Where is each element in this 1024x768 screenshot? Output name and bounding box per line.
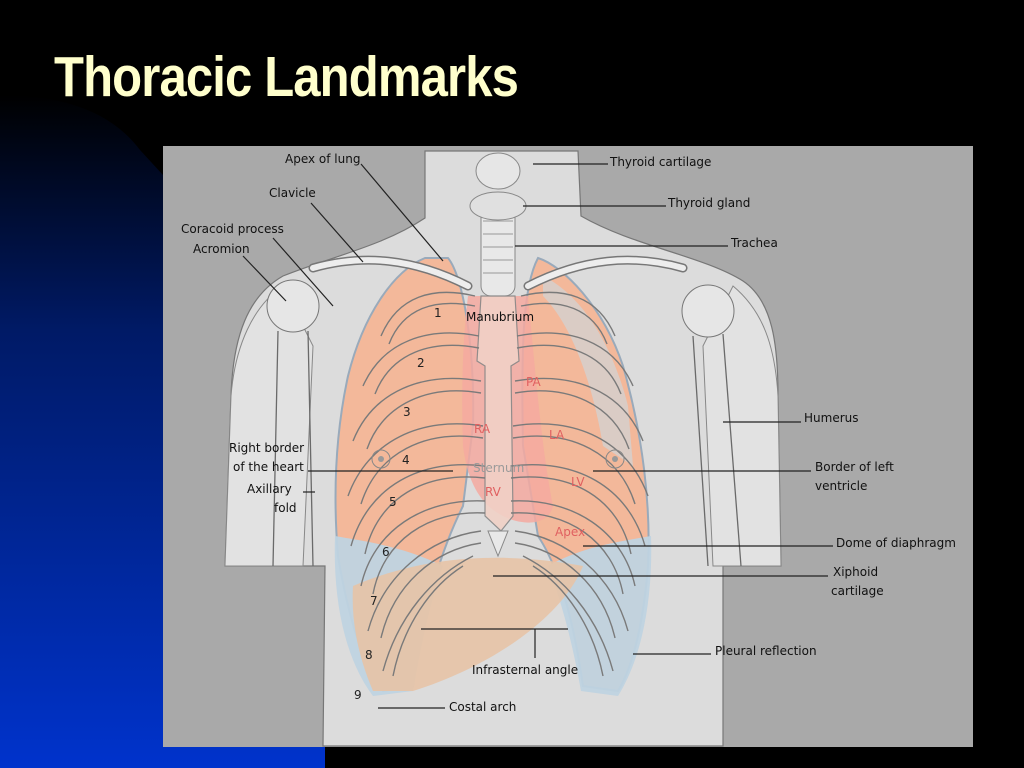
rib-number-3: 3 bbox=[403, 405, 411, 419]
label-apex-of-lung: Apex of lung bbox=[285, 152, 360, 166]
rib-number-4: 4 bbox=[402, 453, 410, 467]
label-right-border-line2: of the heart bbox=[233, 460, 304, 474]
right-nipple-inner bbox=[378, 456, 384, 462]
heart-label-la: LA bbox=[549, 428, 565, 442]
rib-number-5: 5 bbox=[389, 495, 397, 509]
slide-title: Thoracic Landmarks bbox=[54, 45, 519, 109]
rib-number-9: 9 bbox=[354, 688, 362, 702]
left-humeral-head bbox=[681, 284, 735, 338]
left-arm bbox=[702, 285, 782, 567]
rib-number-8: 8 bbox=[365, 648, 373, 662]
heart-label-lv: LV bbox=[571, 475, 585, 489]
label-dome-of-diaphragm: Dome of diaphragm bbox=[836, 536, 956, 550]
rib-number-2: 2 bbox=[417, 356, 425, 370]
heart-label-ra: RA bbox=[474, 422, 491, 436]
right-humerus bbox=[272, 330, 314, 567]
heart-label-apex: Apex bbox=[555, 525, 585, 539]
left-nipple bbox=[605, 449, 625, 469]
sternum-label: Sternum bbox=[473, 461, 524, 475]
label-border-left-ventricle-line2: ventricle bbox=[815, 479, 867, 493]
thyroid-gland-shape bbox=[469, 191, 527, 221]
sternum bbox=[476, 295, 520, 532]
label-infrasternal-angle: Infrasternal angle bbox=[472, 663, 578, 677]
label-xiphoid-line2: cartilage bbox=[831, 584, 884, 598]
right-arm bbox=[224, 285, 314, 567]
thyroid-cartilage-shape bbox=[475, 152, 521, 190]
label-xiphoid-line1: Xiphoid bbox=[833, 565, 878, 579]
heart-label-rv: RV bbox=[485, 485, 502, 499]
manubrium-label: Manubrium bbox=[466, 310, 534, 324]
label-humerus: Humerus bbox=[804, 411, 859, 425]
rib-number-1: 1 bbox=[434, 306, 442, 320]
heart-label-pa: PA bbox=[526, 375, 541, 389]
label-clavicle: Clavicle bbox=[269, 186, 316, 200]
liver bbox=[352, 557, 583, 691]
left-ribs bbox=[510, 291, 649, 677]
label-right-border-line1: Right border bbox=[229, 441, 304, 455]
label-axillary-fold-line2: fold bbox=[274, 501, 297, 515]
left-humerus bbox=[692, 333, 742, 567]
label-costal-arch: Costal arch bbox=[449, 700, 516, 714]
thoracic-diagram: 1 2 3 4 5 6 7 8 9 PA RA LA Sternum RV LV… bbox=[163, 146, 973, 747]
right-ribs bbox=[347, 291, 486, 677]
label-thyroid-gland: Thyroid gland bbox=[667, 196, 750, 210]
right-humeral-head bbox=[266, 279, 320, 333]
leader-lines bbox=[242, 163, 833, 709]
label-thyroid-cartilage: Thyroid cartilage bbox=[609, 155, 711, 169]
rib-number-6: 6 bbox=[382, 545, 390, 559]
label-pleural-reflection: Pleural reflection bbox=[715, 644, 817, 658]
label-acromion: Acromion bbox=[193, 242, 250, 256]
label-trachea: Trachea bbox=[730, 236, 778, 250]
left-nipple-inner bbox=[612, 456, 618, 462]
rib-number-7: 7 bbox=[370, 594, 378, 608]
right-nipple bbox=[371, 449, 391, 469]
xiphoid bbox=[487, 530, 509, 558]
label-border-left-ventricle-line1: Border of left bbox=[815, 460, 894, 474]
trachea-rings bbox=[483, 220, 513, 274]
label-coracoid-process: Coracoid process bbox=[181, 222, 284, 236]
label-axillary-fold-line1: Axillary bbox=[247, 482, 292, 496]
